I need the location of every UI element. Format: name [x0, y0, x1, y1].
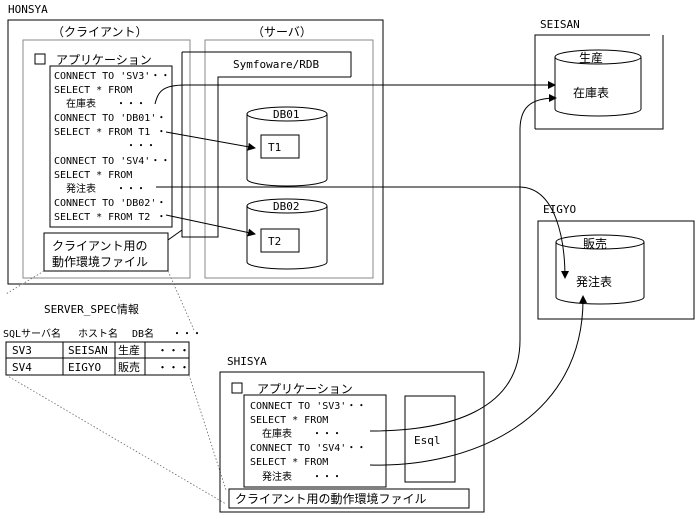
seisan-box — [534, 34, 664, 130]
client-label: （クライアント） — [52, 25, 148, 39]
spec-cell: SV3 — [12, 344, 32, 357]
code-line: 発注表 ・・・ — [66, 182, 146, 195]
server-area — [204, 39, 374, 279]
spec-header: ホスト名 — [78, 327, 118, 340]
env-file-label: 動作環境ファイル — [52, 254, 148, 269]
code-line: 在庫表 ・・・ — [66, 97, 146, 110]
code-line: ・・・ — [126, 141, 156, 152]
connectors — [154, 81, 588, 466]
eigyo-cylinder — [555, 242, 645, 305]
code-line: CONNECT TO 'SV4'・・ — [54, 156, 170, 167]
callout-line — [188, 374, 227, 491]
seisan-cylinder — [554, 57, 642, 117]
esql-label: Esql — [414, 434, 441, 447]
spec-cell: ・・・ — [157, 344, 190, 357]
shisya-box — [219, 371, 485, 513]
code-line: CONNECT TO 'SV3'・・ — [250, 401, 366, 412]
app-checkbox-icon — [34, 53, 46, 65]
code-line: SELECT * FROM T1 ・ — [54, 127, 166, 138]
shisya-code-box — [243, 394, 387, 488]
code-line: SELECT * FROM T2 ・ — [54, 212, 166, 223]
t2-table — [260, 228, 300, 253]
seisan-title: SEISAN — [540, 18, 580, 31]
code-line: SELECT * FROM — [250, 415, 328, 426]
callout-line — [5, 270, 45, 295]
spec-header: SQLサーバ名 — [3, 327, 61, 340]
db02-cylinder — [246, 206, 328, 270]
server-spec-table — [5, 341, 190, 376]
shisya-env-file-box — [228, 488, 470, 509]
honsya-title: HONSYA — [8, 3, 48, 16]
server-label: （サーバ） — [252, 25, 312, 39]
code-line: SELECT * FROM — [250, 457, 328, 468]
env-file-label: クライアント用の — [52, 239, 148, 253]
seisan-db-name: 生産 — [579, 50, 603, 65]
callout-line — [5, 374, 227, 505]
server-spec-title: SERVER_SPEC情報 — [44, 303, 139, 316]
code-line: 在庫表 ・・・ — [262, 427, 342, 440]
db02-name: DB02 — [273, 200, 300, 213]
seisan-table: 在庫表 — [573, 86, 609, 100]
code-line: CONNECT TO 'SV4'・・ — [250, 443, 366, 454]
db01-name: DB01 — [273, 108, 300, 121]
esql-box — [404, 395, 456, 483]
spec-cell: SEISAN — [68, 344, 108, 357]
t2-label: T2 — [268, 235, 281, 248]
eigyo-db-name: 販売 — [583, 236, 607, 251]
code-line: 発注表 ・・・ — [262, 470, 342, 483]
db01-cylinder — [246, 114, 328, 187]
rdb-frame — [181, 51, 352, 238]
eigyo-box — [537, 220, 695, 320]
code-line: SELECT * FROM — [54, 85, 132, 96]
code-line: CONNECT TO 'DB01'・ — [54, 113, 166, 124]
shisya-app-checkbox-icon — [231, 382, 243, 394]
code-line: SELECT * FROM — [54, 170, 132, 181]
rdb-label: Symfoware/RDB — [233, 58, 319, 71]
t1-table — [260, 134, 300, 159]
callout-line — [167, 270, 195, 331]
spec-header: ・・・ — [172, 329, 202, 340]
app-label: アプリケーション — [56, 53, 152, 67]
env-file-box — [43, 232, 169, 272]
shisya-app-label: アプリケーション — [257, 382, 353, 396]
honsya-box — [7, 19, 384, 285]
eigyo-title: EIGYO — [543, 203, 576, 216]
spec-cell: 販売 — [118, 361, 140, 374]
code-box — [49, 65, 173, 228]
spec-cell: ・・・ — [157, 361, 190, 374]
code-line: CONNECT TO 'SV3'・・ — [54, 71, 170, 82]
spec-cell: EIGYO — [68, 361, 101, 374]
client-area — [22, 39, 191, 279]
spec-cell: SV4 — [12, 361, 32, 374]
shisya-title: SHISYA — [227, 355, 267, 368]
spec-header: DB名 — [132, 327, 154, 340]
spec-cell: 生産 — [118, 343, 140, 357]
eigyo-table: 発注表 — [576, 274, 612, 289]
code-line: CONNECT TO 'DB02'・ — [54, 198, 166, 209]
shisya-env-file-label: クライアント用の動作環境ファイル — [235, 491, 427, 506]
t1-label: T1 — [268, 141, 281, 154]
